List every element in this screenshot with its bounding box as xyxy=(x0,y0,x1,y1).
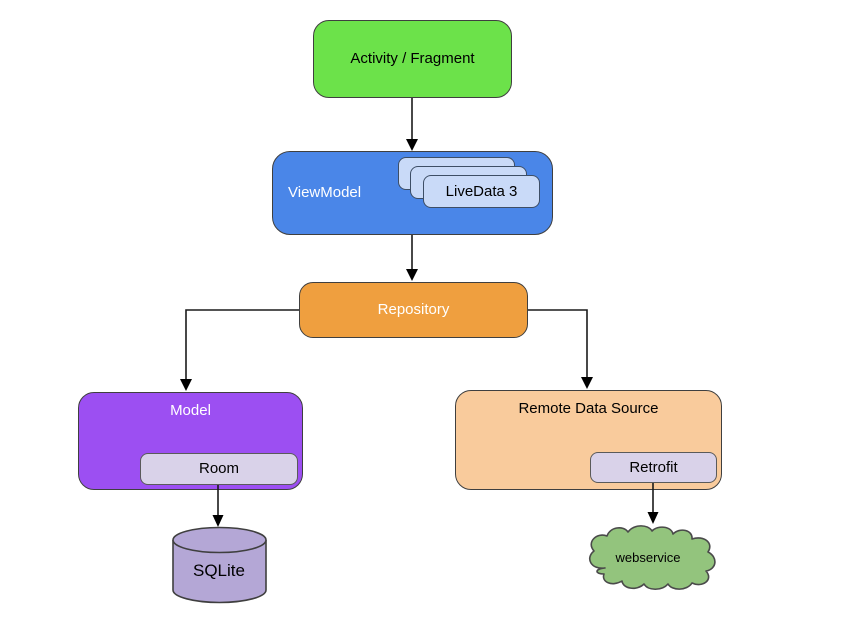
node-sqlite-label: SQLite xyxy=(193,561,245,580)
node-repository: Repository xyxy=(299,282,528,338)
livedata-stack-card-front: LiveData 3 xyxy=(423,175,540,208)
node-repository-label: Repository xyxy=(377,301,450,318)
cloud-shape xyxy=(589,525,716,591)
arrowhead-model xyxy=(180,379,192,391)
node-viewmodel-label: ViewModel xyxy=(288,184,362,201)
sqlite-database-icon: SQLite xyxy=(172,526,267,604)
node-retrofit-label: Retrofit xyxy=(629,458,678,476)
node-activity-fragment: Activity / Fragment xyxy=(313,20,512,98)
node-room-label: Room xyxy=(198,460,239,477)
arrowhead-remote-data-source xyxy=(581,377,593,389)
node-model-label: Model xyxy=(170,402,211,419)
node-retrofit: Retrofit xyxy=(590,452,717,483)
webservice-cloud-icon: webservice xyxy=(589,525,716,591)
arrowhead-repository xyxy=(406,269,418,281)
node-webservice-label: webservice xyxy=(614,550,680,565)
arrowhead-sqlite xyxy=(212,515,224,527)
sqlite-cylinder-top xyxy=(172,526,267,554)
node-room: Room xyxy=(140,453,298,485)
livedata-label: LiveData 3 xyxy=(445,182,518,200)
edge-repository-to-model xyxy=(185,309,299,380)
node-remote-data-source-label: Remote Data Source xyxy=(518,400,659,417)
node-activity-fragment-label: Activity / Fragment xyxy=(350,50,475,67)
edge-repository-to-remote-data-source xyxy=(528,309,588,378)
sqlite-cylinder-body xyxy=(172,540,267,604)
arrowhead-viewmodel xyxy=(406,139,418,151)
arrowhead-webservice xyxy=(647,512,659,524)
